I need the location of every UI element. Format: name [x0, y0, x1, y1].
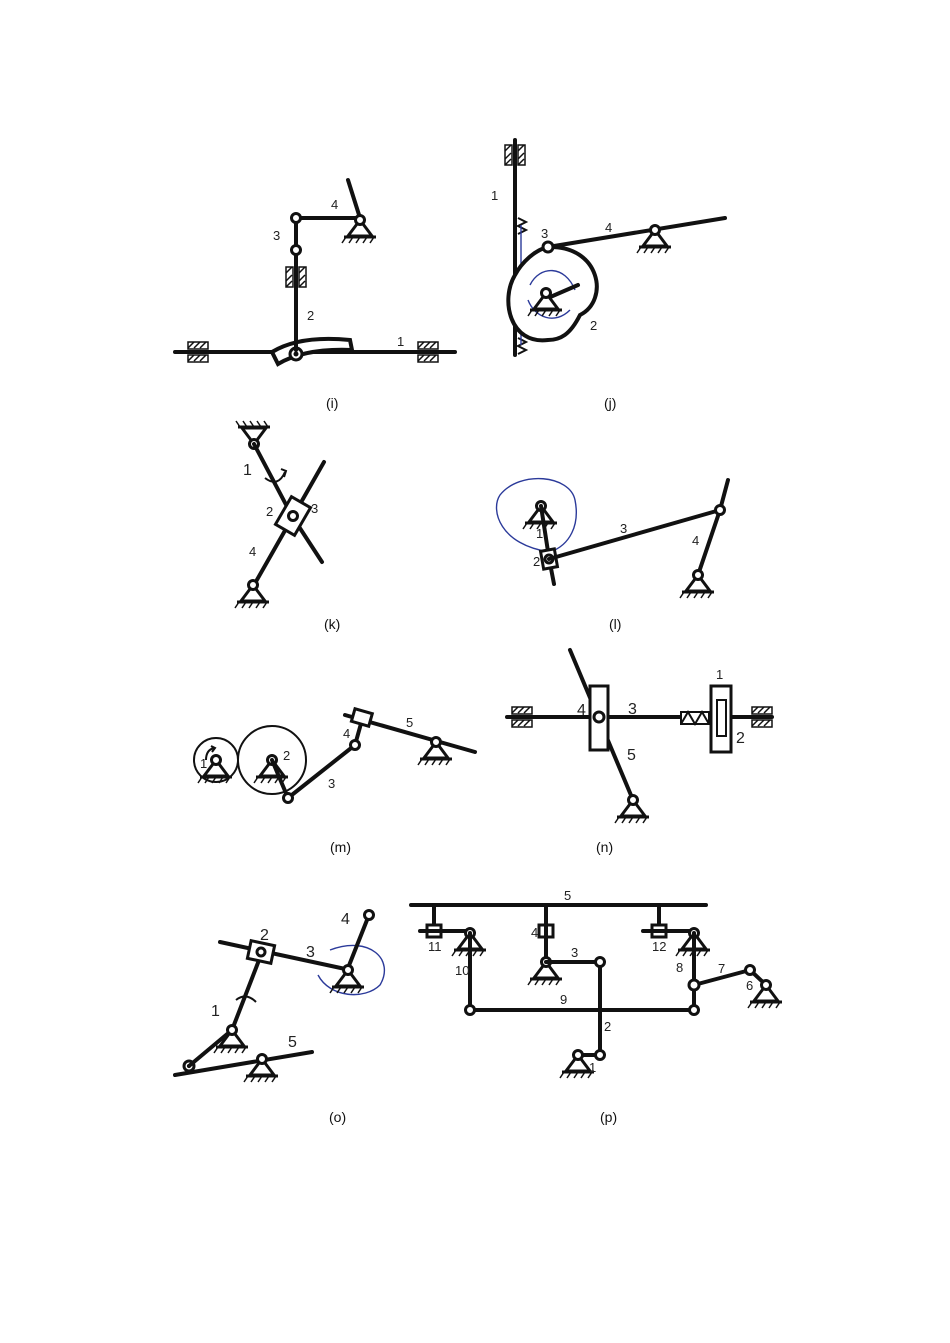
label-2: 2 [266, 504, 273, 519]
label-2: 2 [533, 554, 540, 569]
label-3: 3 [571, 945, 578, 960]
pivot-4 [678, 569, 716, 600]
link-4 [546, 216, 727, 249]
curved-slot [269, 336, 355, 367]
label-3: 3 [273, 228, 280, 243]
label-8: 8 [676, 960, 683, 975]
link-2 [218, 940, 352, 972]
link-7 [692, 968, 752, 987]
slider-4 [349, 706, 375, 729]
label-2: 2 [604, 1019, 611, 1034]
bottom-pivot [233, 579, 271, 610]
label-2: 2 [283, 748, 290, 763]
label-1: 1 [200, 756, 207, 771]
label-7: 7 [718, 961, 725, 976]
caption-l: (l) [609, 616, 621, 632]
caption-k: (k) [324, 616, 340, 632]
caption-o: (o) [329, 1109, 346, 1125]
pen-annotation [317, 944, 386, 996]
label-4: 4 [343, 726, 350, 741]
label-11: 11 [428, 939, 442, 954]
panel-n: 1 2 3 4 5 (n) [505, 648, 774, 855]
label-12: 12 [652, 939, 666, 954]
pen-annotation [495, 477, 577, 553]
panel-k: 1 2 3 4 (k) [233, 419, 340, 632]
label-5: 5 [406, 715, 413, 730]
link-3 [286, 743, 357, 800]
label-4: 4 [605, 220, 612, 235]
label-1: 1 [589, 1060, 596, 1075]
link-5 [173, 1050, 314, 1077]
label-5: 5 [627, 747, 636, 764]
caption-n: (n) [596, 839, 613, 855]
panel-p: 1 2 3 4 5 6 7 8 9 10 11 12 (p) [409, 888, 784, 1125]
link-4 [346, 913, 371, 970]
label-9: 9 [560, 992, 567, 1007]
label-1: 1 [536, 526, 543, 541]
caption-j: (j) [604, 395, 616, 411]
label-3: 3 [306, 944, 315, 961]
label-1: 1 [716, 667, 723, 682]
label-4: 4 [692, 533, 699, 548]
caption-p: (p) [600, 1109, 617, 1125]
label-2: 2 [736, 730, 745, 747]
label-4: 4 [531, 925, 538, 940]
caption-m: (m) [330, 839, 351, 855]
label-5: 5 [288, 1034, 297, 1051]
panel-i: 1 2 3 4 (i) [173, 178, 457, 411]
label-6: 6 [746, 978, 753, 993]
pivot-5 [416, 736, 454, 767]
label-2: 2 [260, 927, 269, 944]
label-1: 1 [397, 334, 404, 349]
panel-l: 1 2 3 4 (l) [495, 477, 730, 632]
label-10: 10 [455, 963, 469, 978]
label-1: 1 [243, 462, 252, 479]
pivot-3 [328, 964, 366, 995]
label-3: 3 [328, 776, 335, 791]
label-1: 1 [211, 1003, 220, 1020]
panel-j: 1 2 3 4 (j) [491, 138, 727, 411]
label-4: 4 [341, 911, 350, 928]
label-5: 5 [564, 888, 571, 903]
panel-o: 1 2 3 4 5 (o) [173, 909, 386, 1125]
label-4: 4 [331, 197, 338, 212]
label-4: 4 [577, 702, 586, 719]
pivot-5 [613, 794, 651, 825]
label-2: 2 [307, 308, 314, 323]
label-3: 3 [311, 501, 318, 516]
link-1 [230, 953, 263, 1032]
link-3 [547, 508, 722, 561]
label-2: 2 [590, 318, 597, 333]
panel-m: 1 2 3 4 5 (m) [193, 706, 477, 855]
label-3: 3 [541, 226, 548, 241]
label-3: 3 [628, 701, 637, 718]
label-1: 1 [491, 188, 498, 203]
cam-2 [506, 244, 599, 343]
label-4: 4 [249, 544, 256, 559]
link-4 [696, 508, 722, 577]
caption-i: (i) [326, 395, 338, 411]
label-3: 3 [620, 521, 627, 536]
